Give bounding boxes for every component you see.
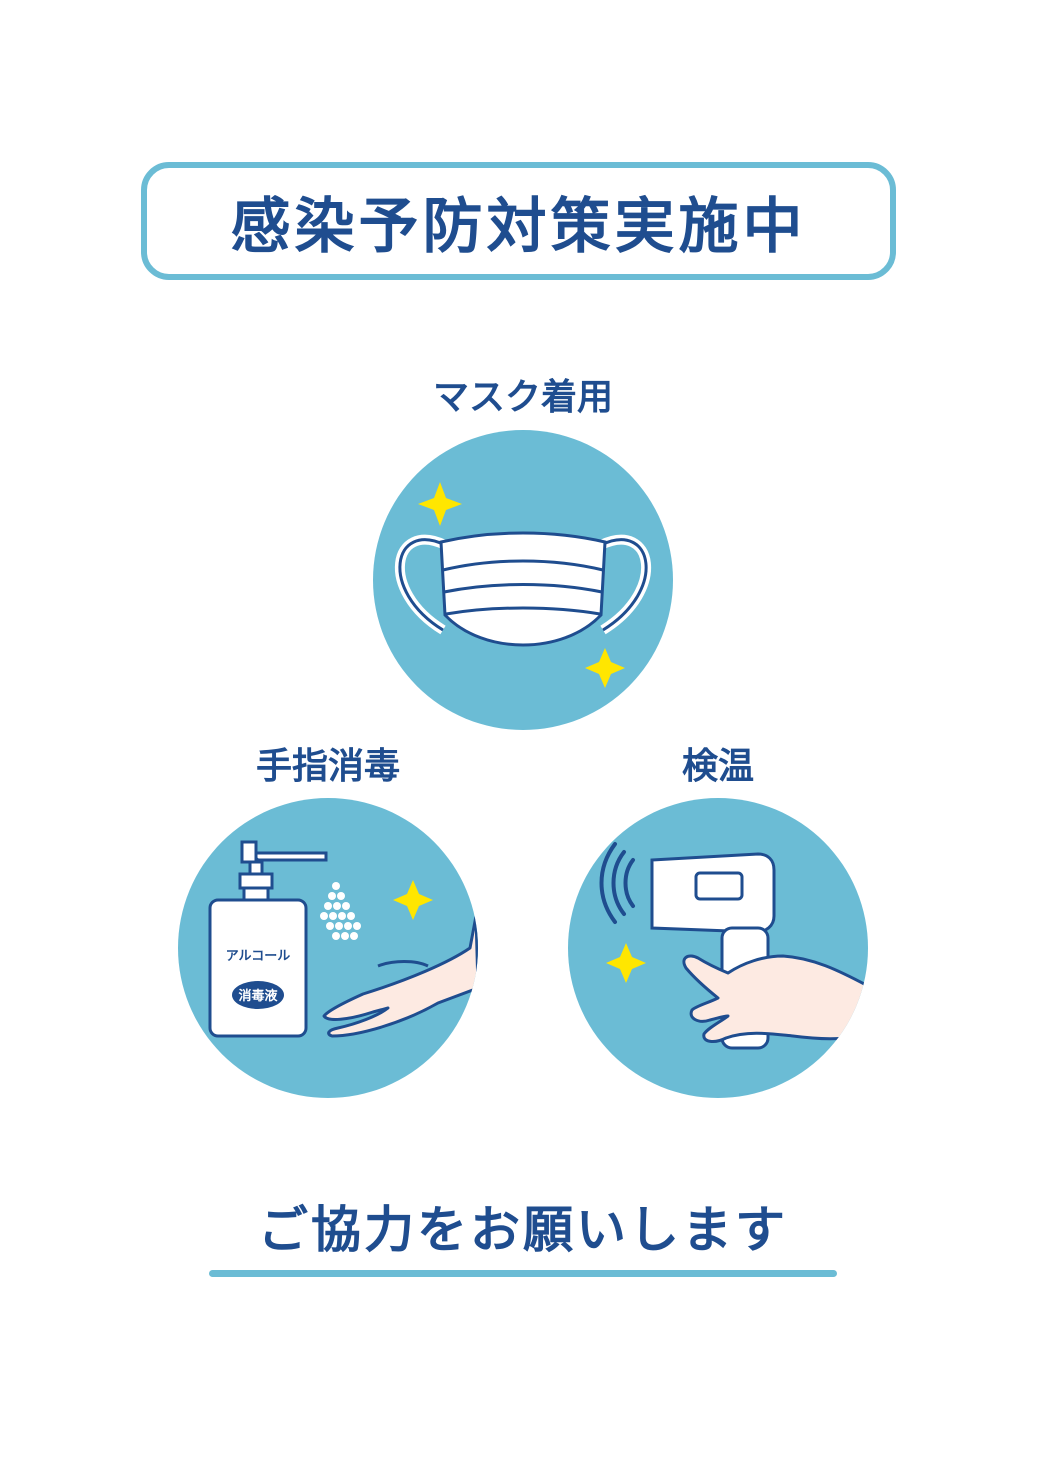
temperature-label: 検温 — [681, 746, 754, 787]
bottle-label: アルコール — [226, 949, 291, 964]
sanitizer-label: 手指消毒 — [255, 746, 400, 787]
sparkle-icon — [393, 880, 433, 920]
sparkle-icon — [418, 482, 462, 526]
footer-underline — [209, 1270, 837, 1277]
title-box: 感染予防対策実施中 — [141, 162, 896, 280]
thermometer-icon — [599, 842, 868, 1050]
mask-icon — [394, 482, 652, 688]
page-title: 感染予防対策実施中 — [230, 191, 807, 262]
sanitizer-circle: アルコール 消毒液 — [178, 798, 478, 1098]
sanitizer-icon: アルコール 消毒液 — [208, 840, 478, 1038]
footer-message: ご協力をお願いします — [258, 1201, 788, 1259]
mask-label: マスク着用 — [432, 377, 613, 418]
sparkle-icon — [585, 648, 625, 688]
mask-circle — [373, 430, 673, 730]
sparkle-icon — [606, 943, 646, 983]
temperature-circle — [568, 798, 868, 1098]
bottle-sublabel: 消毒液 — [238, 988, 277, 1004]
